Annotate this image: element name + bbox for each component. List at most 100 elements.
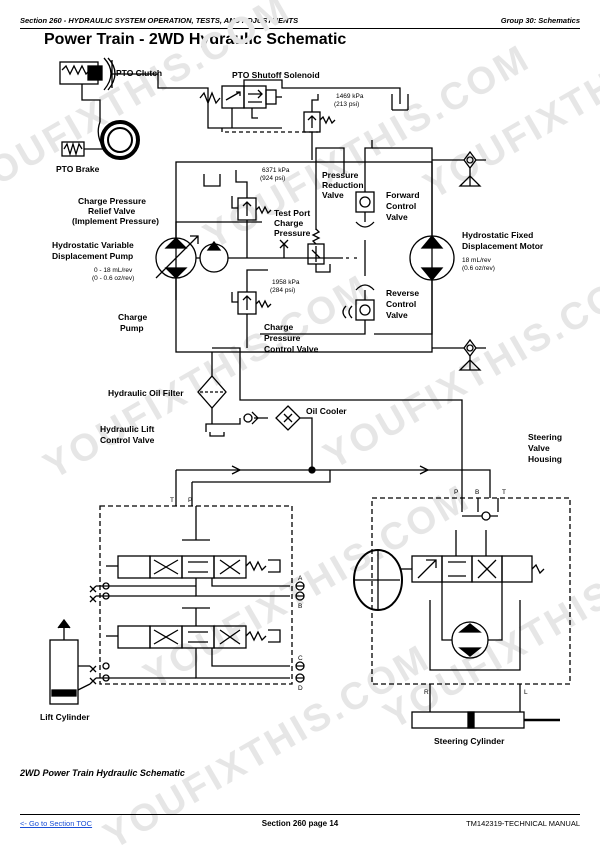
lift-ports (175, 482, 193, 506)
port-r: R (424, 689, 429, 696)
port-t-left: T (170, 497, 174, 504)
charge-relief-valve (231, 170, 272, 258)
label-steer-2: Valve (528, 443, 550, 453)
pto-shutoff-solenoid (199, 85, 282, 128)
steering-wheel-icon (353, 549, 403, 611)
label-fwd-1: Forward (386, 190, 420, 200)
label-motor-4: (0.6 oz/rev) (462, 265, 495, 272)
pto-line (112, 73, 282, 129)
work-ports (89, 578, 305, 685)
hydrostatic-pump (155, 235, 199, 279)
steering-cylinder (411, 711, 560, 729)
pto-brake-line (81, 84, 101, 122)
watermark: YOUFIXTHIS.COM (0, 0, 298, 208)
label-oil-cooler: Oil Cooler (306, 406, 347, 416)
steering-metering-unit (429, 582, 521, 671)
tank-symbol (391, 94, 409, 111)
label-charge-pump-1: Charge (118, 312, 148, 322)
cooler-bypass (243, 411, 259, 425)
pto-brake (61, 120, 140, 160)
label-fwd-3: Valve (386, 212, 408, 222)
toc-link[interactable]: <- Go to Section TOC (20, 819, 93, 828)
steering-spool (400, 530, 545, 583)
label-charge-relief-3: (Implement Pressure) (72, 216, 159, 226)
steering-cylinder-lines (429, 684, 521, 712)
figure-caption: 2WD Power Train Hydraulic Schematic (20, 768, 185, 778)
label-924-psi: (924 psi) (260, 175, 285, 182)
group-title: Group 30: Schematics (500, 16, 580, 25)
section-title: Section 260 - HYDRAULIC SYSTEM OPERATION… (20, 16, 299, 25)
port-b-right: B (475, 489, 479, 496)
label-test-port-2: Charge (274, 218, 304, 228)
pto-supply-line (243, 79, 401, 104)
label-pto-brake: PTO Brake (56, 164, 100, 174)
loop-line (175, 221, 262, 300)
label-1469-kpa: 1469 kPa (336, 93, 364, 100)
lift-supply (175, 469, 331, 498)
filter-outlet (205, 408, 268, 432)
reduction-line (315, 147, 345, 230)
label-pto-clutch: PTO Clutch (116, 68, 162, 78)
label-rev-2: Control (386, 299, 416, 309)
port-d: D (298, 685, 303, 692)
steering-ports (461, 498, 499, 512)
label-pump-2: Displacement Pump (52, 251, 133, 261)
supply-to-steering (212, 347, 463, 498)
pilot-line (221, 128, 318, 133)
motor-loop (372, 147, 433, 335)
port-a: A (298, 575, 303, 582)
label-213-psi: (213 psi) (334, 101, 359, 108)
check-valve-top (432, 150, 486, 187)
tank-symbol (203, 174, 221, 187)
label-rev-3: Valve (386, 310, 408, 320)
pressure-reduction-valve (307, 228, 331, 273)
lift-cylinder (49, 618, 91, 705)
label-1958-kpa: 1958 kPa (272, 279, 300, 286)
check-valve-bottom (432, 338, 486, 371)
port-l: L (524, 689, 528, 696)
forward-control-valve (355, 140, 375, 228)
manual-id: TM142319-TECHNICAL MANUAL (466, 819, 580, 828)
port-p-left: P (188, 497, 192, 504)
label-steer-3: Housing (528, 454, 562, 464)
label-prv-2: Reduction (322, 180, 364, 190)
label-charge-relief-1: Charge Pressure (78, 196, 146, 206)
label-prv-3: Valve (322, 190, 344, 200)
label-fwd-2: Control (386, 201, 416, 211)
steering-check (462, 511, 498, 521)
label-6371-kpa: 6371 kPa (262, 167, 290, 174)
lift-spool-2 (106, 607, 281, 649)
label-pump-3: 0 - 18 mL/rev (94, 267, 133, 274)
label-charge-ctrl-2: Pressure (264, 333, 301, 343)
label-charge-ctrl-1: Charge (264, 322, 294, 332)
pto-relief-valve (303, 94, 336, 160)
label-steer-1: Steering (528, 432, 562, 442)
port-p-right: P (454, 489, 458, 496)
label-rev-1: Reverse (386, 288, 419, 298)
label-steering-cylinder: Steering Cylinder (434, 736, 505, 746)
label-test-port-3: Pressure (274, 228, 311, 238)
label-pump-4: (0 - 0.6 oz/rev) (92, 275, 134, 282)
reverse-control-valve (260, 284, 375, 335)
transmission-housing (175, 161, 433, 353)
label-test-port-1: Test Port (274, 208, 310, 218)
page-footer: Section 260 page 14 <- Go to Section TOC… (20, 819, 580, 831)
pto-clutch (59, 57, 116, 91)
page-title: Power Train - 2WD Hydraulic Schematic (44, 31, 347, 48)
label-charge-pump-2: Pump (120, 323, 144, 333)
label-prv-1: Pressure (322, 170, 359, 180)
label-oil-filter: Hydraulic Oil Filter (108, 388, 184, 398)
label-motor-3: 18 mL/rev (462, 257, 492, 264)
label-motor-2: Displacement Motor (462, 241, 544, 251)
port-t-right: T (502, 489, 506, 496)
label-lift-1: Hydraulic Lift (100, 424, 154, 434)
label-motor-1: Hydrostatic Fixed (462, 230, 533, 240)
label-pump-1: Hydrostatic Variable (52, 240, 134, 250)
charge-control-valve (231, 269, 272, 348)
label-charge-relief-2: Relief Valve (88, 206, 136, 216)
hydrostatic-motor (409, 234, 455, 282)
port-c: C (298, 655, 303, 662)
lift-spool-1 (106, 506, 281, 579)
